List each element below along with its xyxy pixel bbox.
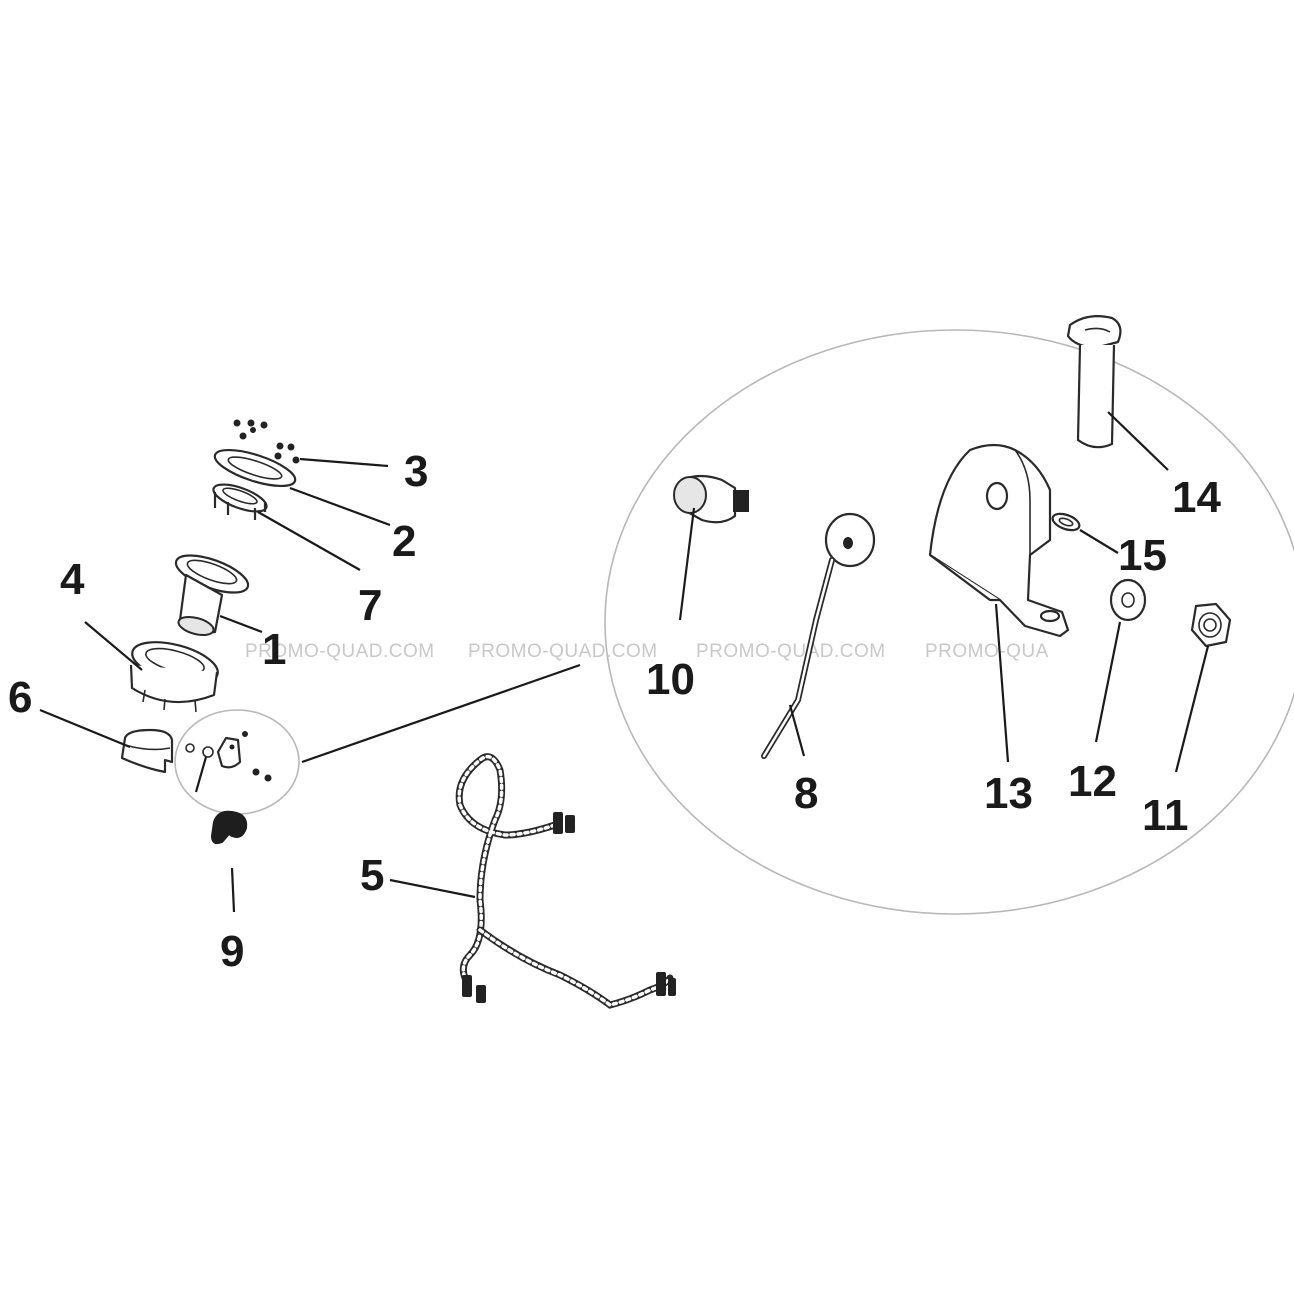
label-part-1: 1 <box>262 625 286 674</box>
label-part-9: 9 <box>220 927 244 976</box>
label-part-11: 11 <box>1142 791 1189 840</box>
part-5-wire-harness <box>389 753 676 1009</box>
watermark-2: PROMO-QUAD.COM <box>468 641 658 662</box>
part-11-nut <box>1174 602 1232 773</box>
label-part-12: 12 <box>1068 757 1117 806</box>
label-part-8: 8 <box>794 769 818 818</box>
part-13-bracket <box>928 443 1070 763</box>
label-part-10: 10 <box>646 655 695 704</box>
label-part-6: 6 <box>8 673 32 722</box>
part-14-bolt <box>1066 315 1169 471</box>
watermark-4: PROMO-QUA <box>925 641 1049 662</box>
label-part-3: 3 <box>404 447 428 496</box>
label-part-13: 13 <box>984 769 1033 818</box>
watermark-3: PROMO-QUAD.COM <box>696 641 886 662</box>
part-8-rod-washer <box>761 512 876 759</box>
label-part-4: 4 <box>60 555 85 604</box>
label-part-7: 7 <box>358 581 382 630</box>
part-9-clamp <box>210 810 248 913</box>
small-detail-parts <box>185 731 272 793</box>
part-2-gasket <box>213 448 391 527</box>
detail-connector-line <box>301 663 581 764</box>
label-part-2: 2 <box>392 517 416 566</box>
label-part-15: 15 <box>1118 531 1167 580</box>
part-3-screws <box>233 419 389 468</box>
label-part-5: 5 <box>360 851 384 900</box>
detail-view-ellipse <box>604 329 1294 915</box>
part-15-spring-washer <box>1051 512 1119 554</box>
part-1-gauge-housing <box>174 554 263 637</box>
part-10-cap-bolt <box>673 474 749 621</box>
part-6-rubber-mount <box>39 708 174 774</box>
part-4-mounting-cup <box>84 621 219 713</box>
part-7-bezel <box>212 483 361 571</box>
watermark-1: PROMO-QUAD.COM <box>245 641 435 662</box>
label-part-14: 14 <box>1172 473 1221 522</box>
part-12-washer <box>1094 578 1147 743</box>
